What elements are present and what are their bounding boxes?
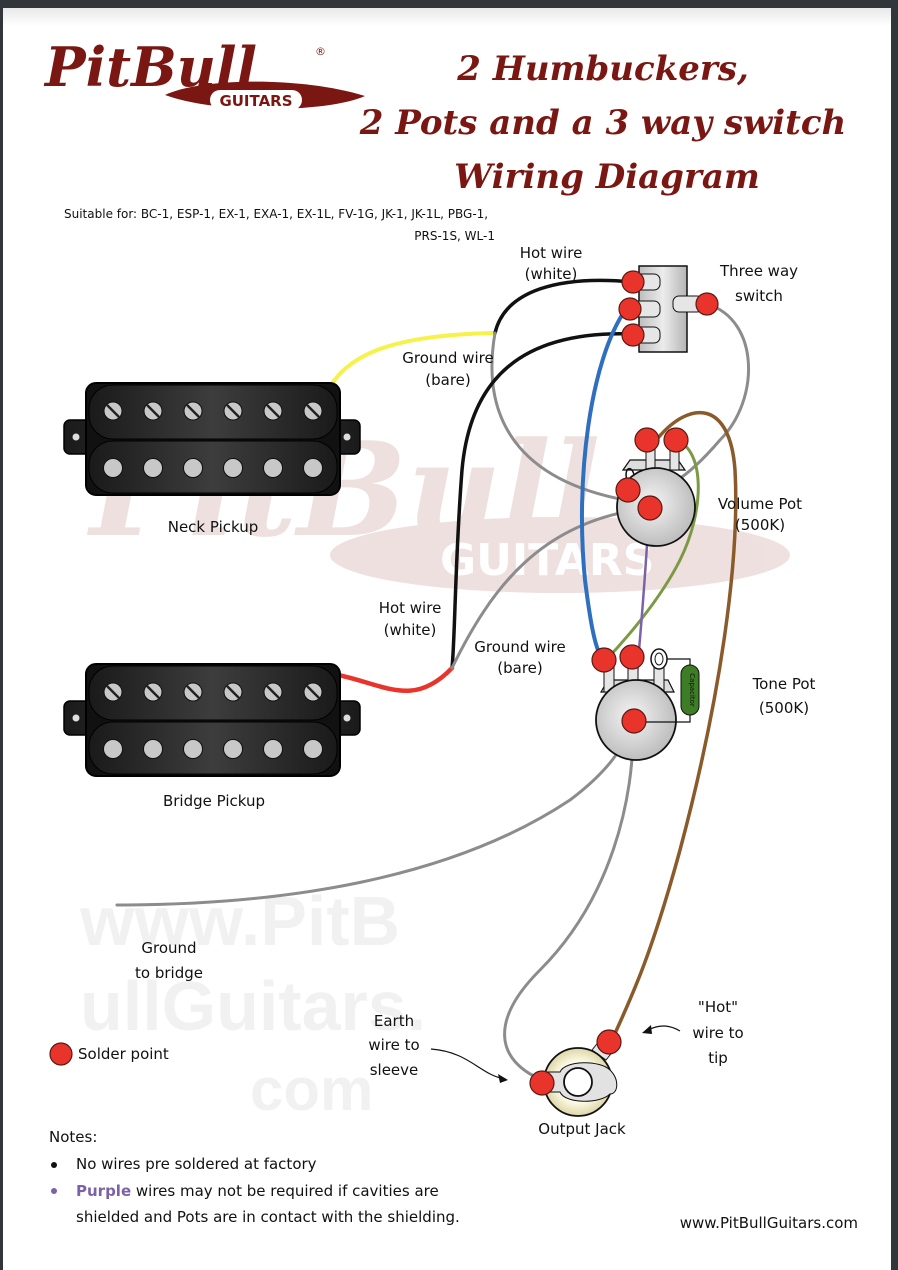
solder-point <box>637 495 663 521</box>
brand-logo: PitBull ® GUITARS <box>43 35 365 110</box>
svg-text:com: com <box>250 1056 373 1123</box>
bridge-ground-label-line1: Ground wire <box>474 638 565 656</box>
wire-blue-switch-to-tone <box>580 307 628 662</box>
suitable-for-line2: PRS-1S, WL-1 <box>414 229 495 243</box>
legend: Solder point <box>49 1042 169 1066</box>
bridge-hot-label-line2: (white) <box>384 621 437 639</box>
wire-green-volume-to-tone <box>604 438 700 662</box>
registered-mark: ® <box>315 45 326 58</box>
solder-point-legend-icon <box>49 1042 73 1066</box>
neck-pickup-label: Neck Pickup <box>168 518 259 536</box>
title-line2: 2 Pots and a 3 way switch <box>359 103 847 143</box>
wire-black-bridge-hot <box>450 332 635 670</box>
solder-point <box>596 1029 622 1055</box>
tone-pot-label-line1: Tone Pot <box>752 675 816 693</box>
watermark-sub: GUITARS <box>440 535 654 586</box>
volume-pot-label-line1: Volume Pot <box>718 495 802 513</box>
hot-arrow-icon <box>642 1025 681 1034</box>
svg-text:www.PitB: www.PitB <box>79 882 400 960</box>
bullet-icon <box>51 1162 57 1168</box>
wire-gray-tone-to-jack <box>503 720 635 1082</box>
solder-point <box>621 270 645 294</box>
ground-to-bridge-label-line2: to bridge <box>135 964 203 982</box>
bridge-ground-label-line2: (bare) <box>497 659 542 677</box>
neck-ground-label-line1: Ground wire <box>402 349 493 367</box>
bridge-pickup-label: Bridge Pickup <box>163 792 265 810</box>
website-link[interactable]: www.PitBullGuitars.com <box>680 1214 858 1232</box>
notes: Notes: No wires pre soldered at factory … <box>49 1128 460 1226</box>
note-item-1: No wires pre soldered at factory <box>76 1155 317 1173</box>
output-jack[interactable] <box>529 1029 622 1117</box>
volume-pot[interactable] <box>615 427 696 547</box>
neck-hot-label-line2: (white) <box>525 265 578 283</box>
solder-point <box>615 477 641 503</box>
bridge-hot-label-line1: Hot wire <box>379 599 442 617</box>
logo-subtext: GUITARS <box>219 92 292 110</box>
earth-label-line2: wire to <box>368 1036 419 1054</box>
earth-label-line3: sleeve <box>370 1061 419 1079</box>
title-line1: 2 Humbuckers, <box>456 49 749 89</box>
suitable-for-line1: Suitable for: BC-1, ESP-1, EX-1, EXA-1, … <box>64 207 488 221</box>
wire-gray-neck-ground <box>490 331 627 502</box>
diagram-page: PitBull GUITARS www.PitB ullGuitars. com… <box>3 8 891 1270</box>
solder-point <box>591 647 617 673</box>
solder-point <box>621 323 645 347</box>
purple-highlight: Purple <box>76 1182 131 1200</box>
note-item-2-line2: shielded and Pots are in contact with th… <box>76 1208 460 1226</box>
neck-pickup[interactable] <box>63 382 361 496</box>
bullet-icon <box>51 1188 57 1194</box>
tone-pot[interactable]: Capacitor <box>591 644 700 761</box>
hot-tip-label-line3: tip <box>708 1049 728 1067</box>
solder-point <box>663 427 689 453</box>
capacitor[interactable]: Capacitor <box>680 664 700 716</box>
solder-point <box>621 708 647 734</box>
note-item-2-line1: Purple wires may not be required if cavi… <box>76 1182 439 1200</box>
wire-gray-ground-to-bridge <box>115 720 635 907</box>
solder-point <box>529 1070 555 1096</box>
hot-tip-label-line1: "Hot" <box>698 998 738 1016</box>
capacitor-label: Capacitor <box>688 673 696 707</box>
volume-pot-label-line2: (500K) <box>735 516 785 534</box>
solder-point <box>618 297 642 321</box>
hot-tip-label-line2: wire to <box>692 1024 743 1042</box>
page-title: 2 Humbuckers, 2 Pots and a 3 way switch … <box>359 49 847 197</box>
solder-point <box>695 292 719 316</box>
svg-text:ullGuitars.: ullGuitars. <box>80 967 426 1045</box>
solder-point <box>619 644 645 670</box>
notes-heading: Notes: <box>49 1128 97 1146</box>
switch-label-line1: Three way <box>719 262 798 280</box>
note-item-2-text: wires may not be required if cavities ar… <box>131 1182 439 1200</box>
wire-yellow-neck-ground <box>326 331 497 392</box>
ground-to-bridge-label-line1: Ground <box>141 939 196 957</box>
wire-black-neck-hot <box>493 278 635 335</box>
earth-label-line1: Earth <box>374 1012 414 1030</box>
switch-label-line2: switch <box>735 287 783 305</box>
watermark-url: www.PitB ullGuitars. com <box>79 882 426 1123</box>
wire-brown-volume-to-jack <box>610 411 738 1042</box>
wire-gray-bridge-ground <box>450 506 652 670</box>
wires <box>115 278 750 1082</box>
wiring-diagram: PitBull GUITARS www.PitB ullGuitars. com… <box>43 35 858 1232</box>
solder-point <box>634 427 660 453</box>
earth-arrow-icon <box>430 1048 508 1083</box>
output-jack-label: Output Jack <box>538 1120 626 1138</box>
neck-hot-label-line1: Hot wire <box>520 244 583 262</box>
tone-pot-label-line2: (500K) <box>759 699 809 717</box>
title-line3: Wiring Diagram <box>454 157 760 197</box>
bridge-pickup[interactable] <box>63 663 361 777</box>
legend-solder-label: Solder point <box>78 1045 169 1063</box>
three-way-switch[interactable] <box>618 265 719 353</box>
neck-ground-label-line2: (bare) <box>425 371 470 389</box>
wire-red-bridge-hot <box>323 665 455 694</box>
